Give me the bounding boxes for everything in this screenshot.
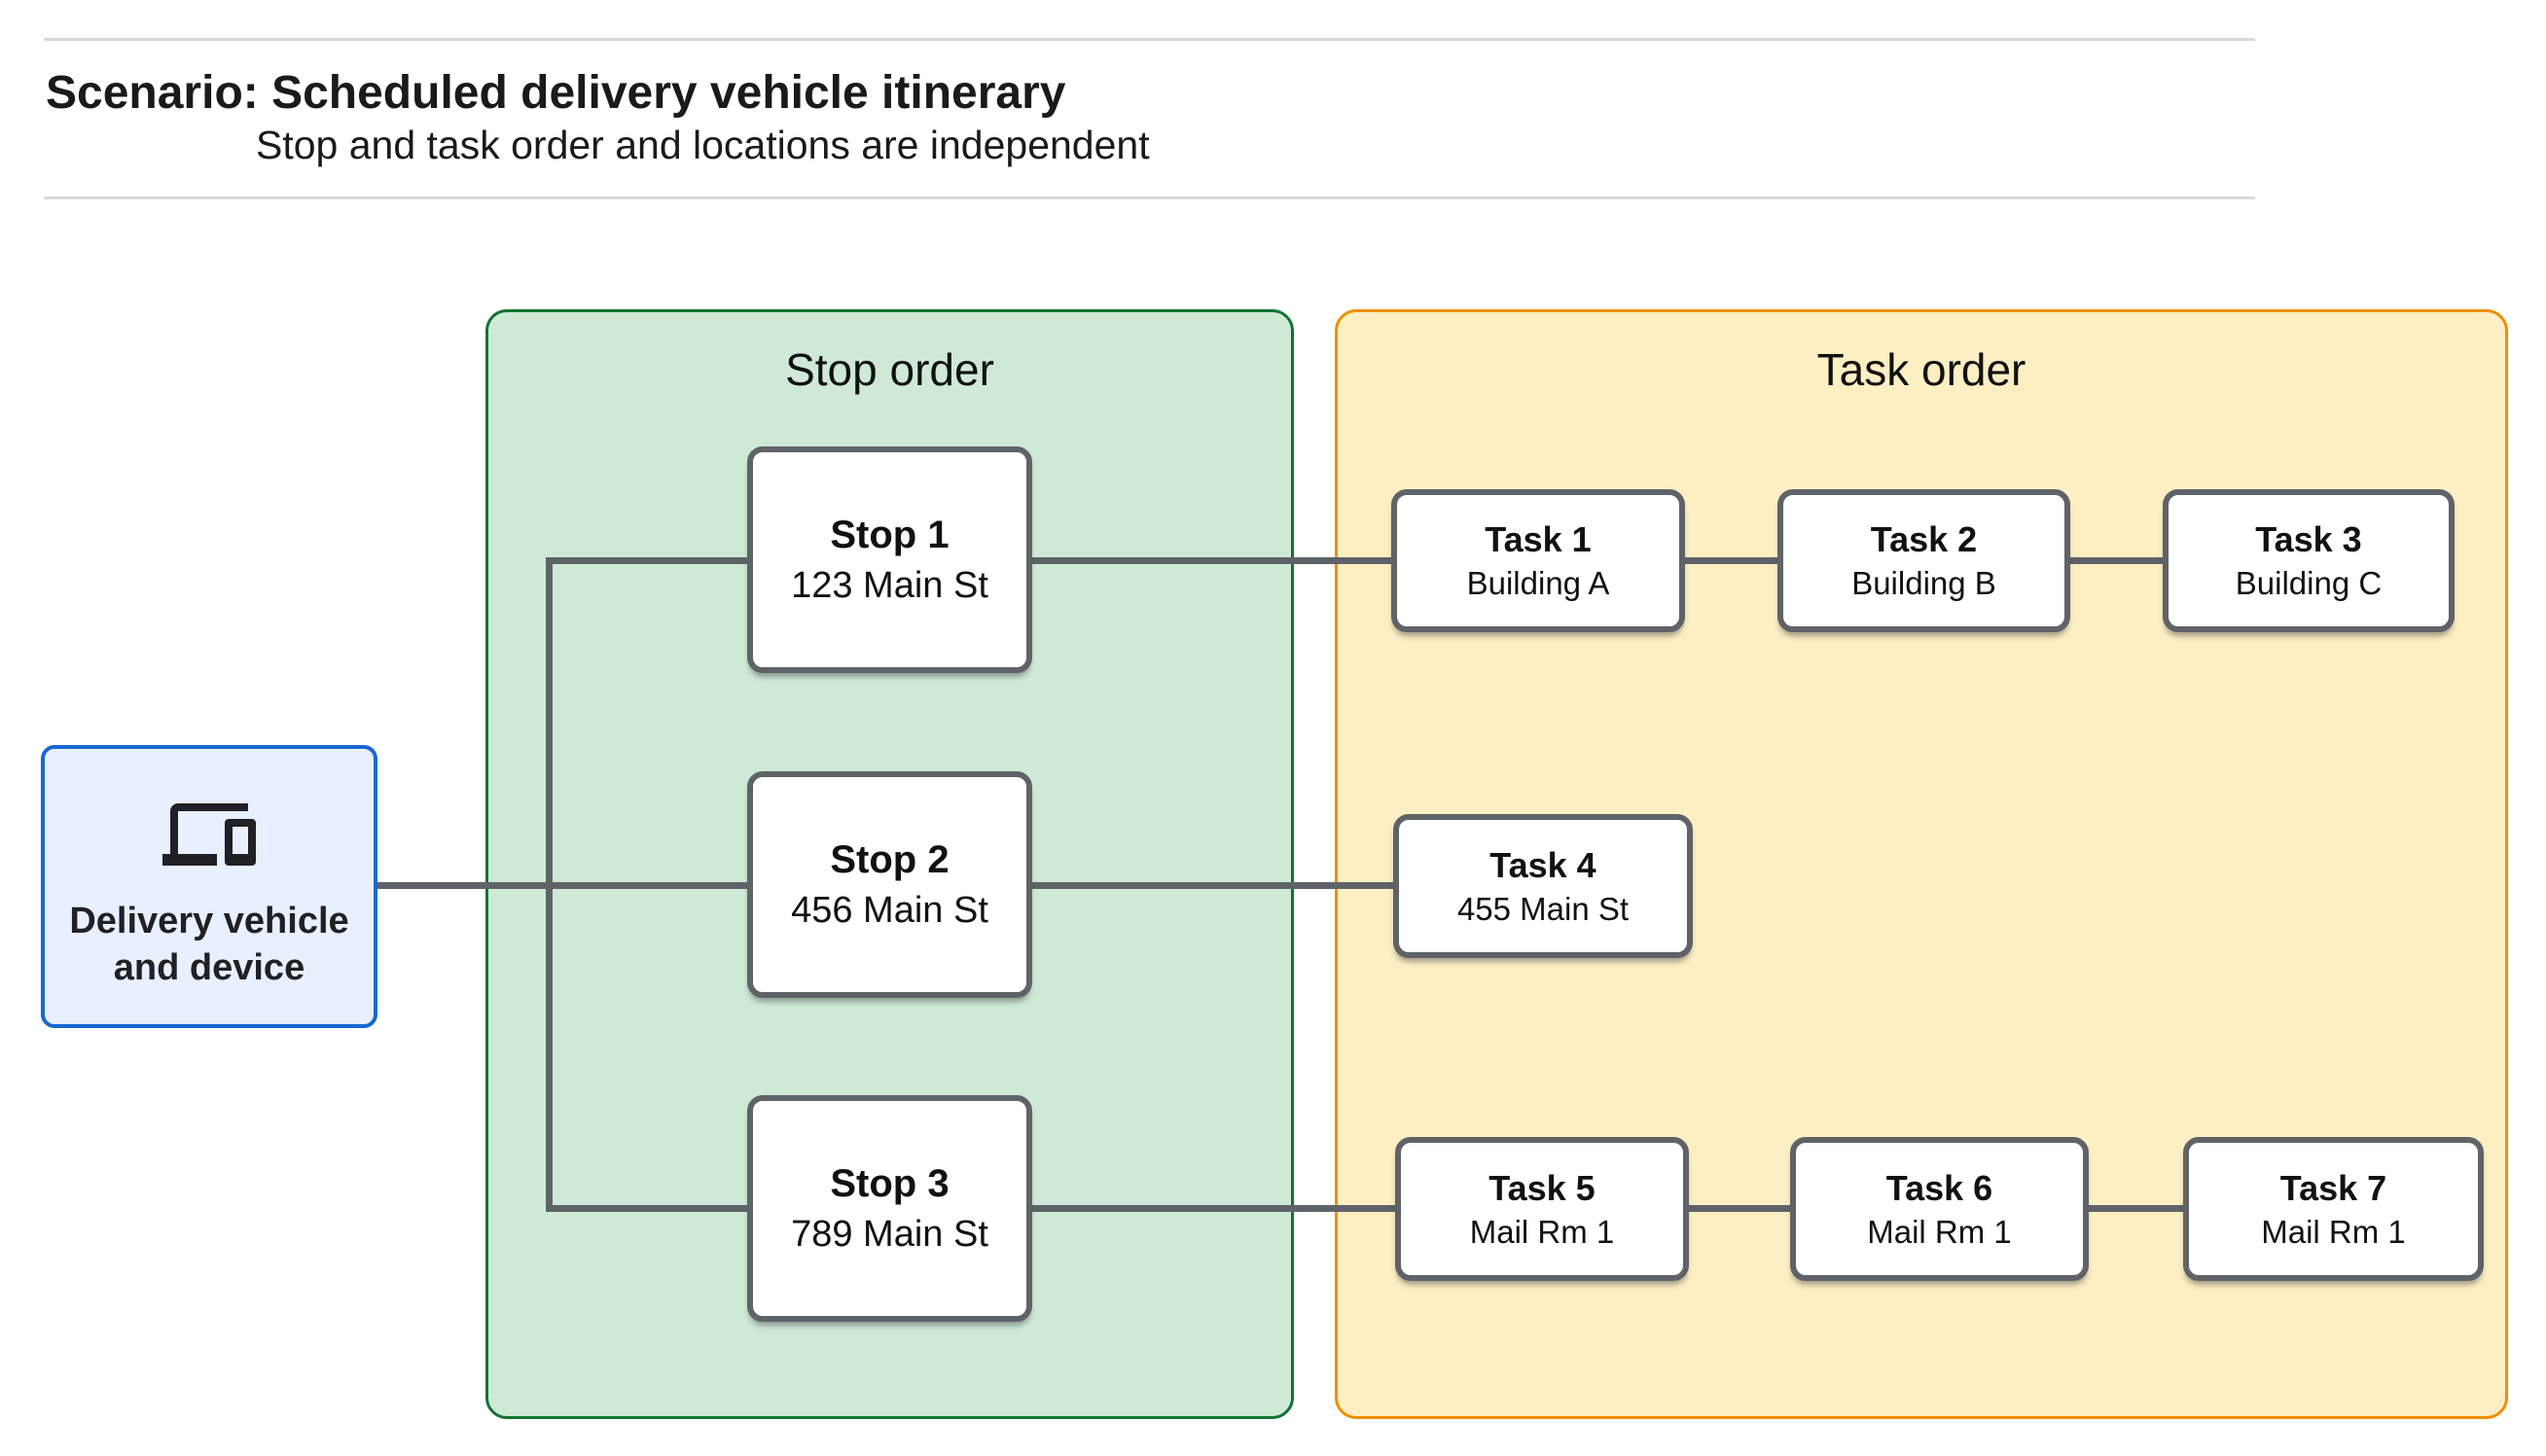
- connector-delivery-to-stop2: [375, 882, 747, 889]
- connector-task5-to-task6: [1689, 1205, 1790, 1212]
- task-7-node: Task 7 Mail Rm 1: [2183, 1137, 2484, 1281]
- stop-3-node: Stop 3 789 Main St: [747, 1095, 1032, 1322]
- task-6-node: Task 6 Mail Rm 1: [1790, 1137, 2089, 1281]
- task-1-location: Building A: [1466, 565, 1610, 602]
- header-bottom-divider: [44, 196, 2255, 199]
- task-3-title: Task 3: [2255, 519, 2362, 560]
- connector-task2-to-task3: [2070, 557, 2163, 564]
- task-4-title: Task 4: [1489, 844, 1596, 885]
- task-6-title: Task 6: [1885, 1167, 1993, 1208]
- task-1-title: Task 1: [1485, 519, 1592, 560]
- connector-trunk-to-stop3: [546, 1205, 747, 1212]
- header-top-divider: [44, 38, 2255, 41]
- task-6-location: Mail Rm 1: [1867, 1213, 2012, 1250]
- task-5-title: Task 5: [1488, 1167, 1596, 1208]
- devices-icon: [162, 803, 256, 866]
- connector-trunk-to-stop1: [546, 557, 747, 564]
- stop-1-node: Stop 1 123 Main St: [747, 446, 1032, 673]
- stop-order-panel-title: Stop order: [785, 344, 994, 395]
- task-1-node: Task 1 Building A: [1391, 489, 1685, 632]
- task-5-location: Mail Rm 1: [1469, 1213, 1615, 1250]
- page-title: Scenario: Scheduled delivery vehicle iti…: [46, 67, 1066, 119]
- task-order-panel-title: Task order: [1816, 344, 2026, 395]
- stop-2-node: Stop 2 456 Main St: [747, 771, 1032, 998]
- stop-2-title: Stop 2: [830, 837, 950, 881]
- stop-2-address: 456 Main St: [791, 889, 988, 931]
- connector-stop1-to-task1: [1032, 557, 1391, 564]
- delivery-vehicle-label-line1: Delivery vehicle: [69, 901, 349, 941]
- delivery-vehicle-label: Delivery vehicle and device: [69, 899, 348, 991]
- task-4-location: 455 Main St: [1456, 890, 1630, 927]
- stop-1-title: Stop 1: [830, 513, 950, 556]
- connector-stop2-to-task4: [1032, 882, 1393, 889]
- delivery-vehicle-node: Delivery vehicle and device: [41, 745, 377, 1028]
- task-7-location: Mail Rm 1: [2261, 1213, 2406, 1250]
- task-3-location: Building C: [2235, 565, 2383, 602]
- connector-stop3-to-task5: [1032, 1205, 1395, 1212]
- connector-task1-to-task2: [1685, 557, 1777, 564]
- stop-3-address: 789 Main St: [791, 1213, 988, 1255]
- delivery-vehicle-label-line2: and device: [113, 946, 305, 988]
- task-5-node: Task 5 Mail Rm 1: [1395, 1137, 1689, 1281]
- task-2-node: Task 2 Building B: [1777, 489, 2070, 632]
- task-2-location: Building B: [1851, 565, 1996, 602]
- stop-1-address: 123 Main St: [791, 564, 988, 606]
- page-subtitle: Stop and task order and locations are in…: [256, 123, 1150, 167]
- task-3-node: Task 3 Building C: [2163, 489, 2455, 632]
- task-7-title: Task 7: [2279, 1167, 2387, 1208]
- task-2-title: Task 2: [1870, 519, 1978, 560]
- task-4-node: Task 4 455 Main St: [1393, 814, 1693, 958]
- connector-trunk-vertical: [546, 557, 553, 1212]
- connector-task6-to-task7: [2089, 1205, 2183, 1212]
- stop-3-title: Stop 3: [830, 1161, 950, 1205]
